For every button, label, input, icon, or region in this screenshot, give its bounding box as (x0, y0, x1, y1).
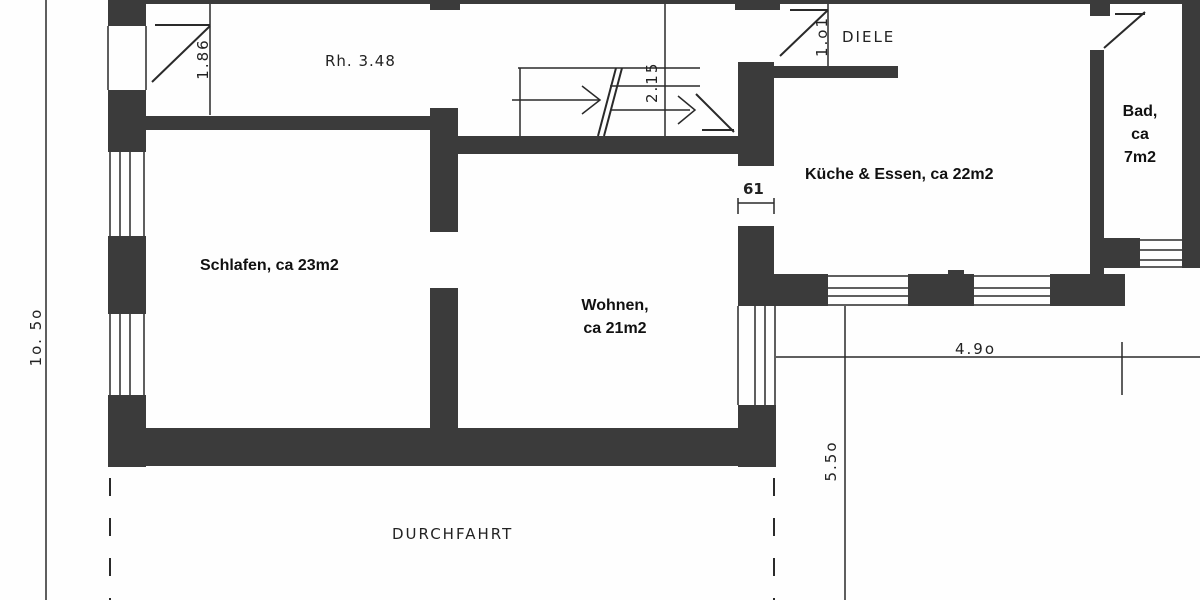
dimension-depth-right: 5.5o (822, 440, 840, 482)
room-label-schlafen: Schlafen, ca 23m2 (200, 257, 339, 274)
room-label-bad-area: 7m2 (1123, 149, 1157, 166)
room-label-corridor: Rh. 3.48 (325, 52, 396, 70)
area-label-durchfahrt: DURCHFAHRT (392, 525, 514, 543)
dimension-diele-width: 1.o1 (813, 15, 831, 57)
dimension-hall-width: 1.86 (194, 38, 212, 80)
dimension-opening: 61 (743, 180, 764, 198)
room-label-bad-ca: ca (1131, 126, 1149, 143)
room-label-kueche: Küche & Essen, ca 22m2 (805, 166, 994, 183)
dimension-width-right: 4.9o (955, 340, 997, 358)
room-label-wohnen-area: ca 21m2 (583, 320, 647, 337)
room-label-wohnen: Wohnen, ca 21m2 (565, 294, 665, 340)
room-label-bad: Bad, ca 7m2 (1115, 100, 1165, 169)
dimension-stair-width: 2.15 (643, 61, 661, 103)
dimension-total-height: 1o. 5o (27, 307, 45, 367)
room-label-wohnen-name: Wohnen, (581, 297, 649, 314)
room-label-bad-name: Bad, (1122, 103, 1158, 120)
room-label-diele: DIELE (842, 28, 896, 46)
